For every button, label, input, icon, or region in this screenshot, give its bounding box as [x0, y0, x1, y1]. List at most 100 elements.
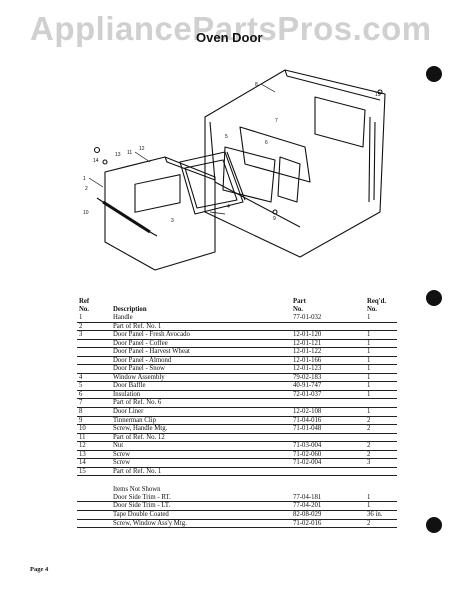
punch-hole-middle: [426, 290, 442, 306]
part-description: Door Liner: [113, 408, 144, 416]
header-ref: Ref No.: [79, 298, 90, 313]
not-shown-title-row: Items Not Shown: [77, 486, 397, 494]
header-part: Part No.: [293, 298, 306, 313]
part-description: Door Panel - Harvest Wheat: [113, 348, 190, 356]
ref-number: 15: [79, 467, 86, 475]
required-qty: 1: [367, 339, 371, 347]
callout-label: 10: [83, 210, 89, 216]
part-number: 77-01-032: [293, 314, 322, 321]
required-qty: 2: [367, 519, 371, 527]
ref-number: 5: [79, 382, 83, 390]
page-number: Page 4: [30, 566, 49, 573]
callout-label: 11: [127, 150, 132, 156]
required-qty: 1: [367, 373, 371, 381]
required-qty: 1: [367, 365, 371, 373]
part-number: 71-02-004: [293, 459, 322, 467]
part-number: 77-04-201: [293, 502, 322, 510]
callout-label: 4: [227, 204, 230, 210]
table-row: 15 Part of Ref. No. 1: [77, 468, 397, 477]
table-row: 6 Insulation 72-01-037 1: [77, 391, 397, 400]
part-number: 12-01-120: [293, 331, 322, 339]
callout-label: 1: [83, 176, 86, 182]
watermark: AppliancePartsPros.com: [30, 10, 432, 47]
part-description: Door Side Trim - RT.: [113, 493, 171, 501]
required-qty: 1: [367, 390, 371, 398]
required-qty: 2: [367, 442, 371, 450]
ref-number: 6: [79, 390, 83, 398]
part-description: Tinnerman Clip: [113, 416, 156, 424]
required-qty: 1: [367, 331, 371, 339]
not-shown-title: Items Not Shown: [113, 486, 161, 494]
part-description: Insulation: [113, 390, 141, 398]
required-qty: 1: [367, 348, 371, 356]
callout-label: 13: [115, 152, 121, 158]
part-number: 12-01-122: [293, 348, 322, 356]
part-description: Screw: [113, 450, 130, 458]
ref-number: 10: [79, 425, 86, 433]
callout-label: 7: [275, 118, 278, 124]
required-qty: 1: [367, 356, 371, 364]
ref-number: 3: [79, 331, 83, 339]
punch-hole-top: [426, 66, 442, 82]
required-qty: 2: [367, 425, 371, 433]
table-header: Ref No. Description Part No. Req'd. No.: [77, 298, 397, 314]
part-number: 71-01-048: [293, 425, 322, 433]
callout-label: 3: [171, 218, 174, 224]
part-description: Part of Ref. No. 1: [113, 467, 162, 475]
part-description: Part of Ref. No. 12: [113, 433, 165, 441]
required-qty: 2: [367, 416, 371, 424]
callout-label: 9: [273, 216, 276, 222]
ref-number: 8: [79, 408, 83, 416]
callout-label: 6: [265, 140, 268, 146]
callout-label: 12: [139, 146, 145, 152]
ref-number: 7: [79, 399, 83, 407]
table-row: 7 Part of Ref. No. 6: [77, 399, 397, 409]
part-number: 77-04-181: [293, 493, 322, 501]
callout-label: 8: [255, 82, 258, 88]
table-row: 13 Screw 71-02-060 2: [77, 451, 397, 460]
callout-label: 5: [225, 134, 228, 140]
part-description: Door Baffle: [113, 382, 146, 390]
part-description: Door Panel - Snow: [113, 365, 165, 373]
required-qty: 1: [367, 493, 371, 501]
part-number: 71-03-004: [293, 442, 322, 450]
part-description: Nut: [113, 442, 124, 450]
ref-number: 12: [79, 442, 86, 450]
header-qty: Req'd. No.: [367, 298, 387, 313]
part-description: Screw, Window Ass'y Mtg.: [113, 519, 187, 527]
part-description: Handle: [113, 314, 133, 321]
table-row: Door Side Trim - LT. 77-04-201 1: [77, 502, 397, 512]
ref-number: 13: [79, 450, 86, 458]
table-row: Door Side Trim - RT. 77-04-181 1: [77, 494, 397, 503]
part-description: Part of Ref. No. 6: [113, 399, 162, 407]
required-qty: 1: [367, 408, 371, 416]
ref-number: 14: [79, 459, 86, 467]
part-number: 72-01-037: [293, 390, 322, 398]
part-description: Door Side Trim - LT.: [113, 502, 171, 510]
header-description: Description: [113, 306, 147, 313]
required-qty: 1: [367, 314, 371, 321]
part-description: Door Panel - Coffee: [113, 339, 168, 347]
required-qty: 2: [367, 450, 371, 458]
part-number: 71-02-060: [293, 450, 322, 458]
required-qty: 36 in.: [367, 511, 383, 519]
required-qty: 1: [367, 502, 371, 510]
part-number: 12-01-166: [293, 356, 322, 364]
callout-label: 14: [93, 158, 99, 164]
